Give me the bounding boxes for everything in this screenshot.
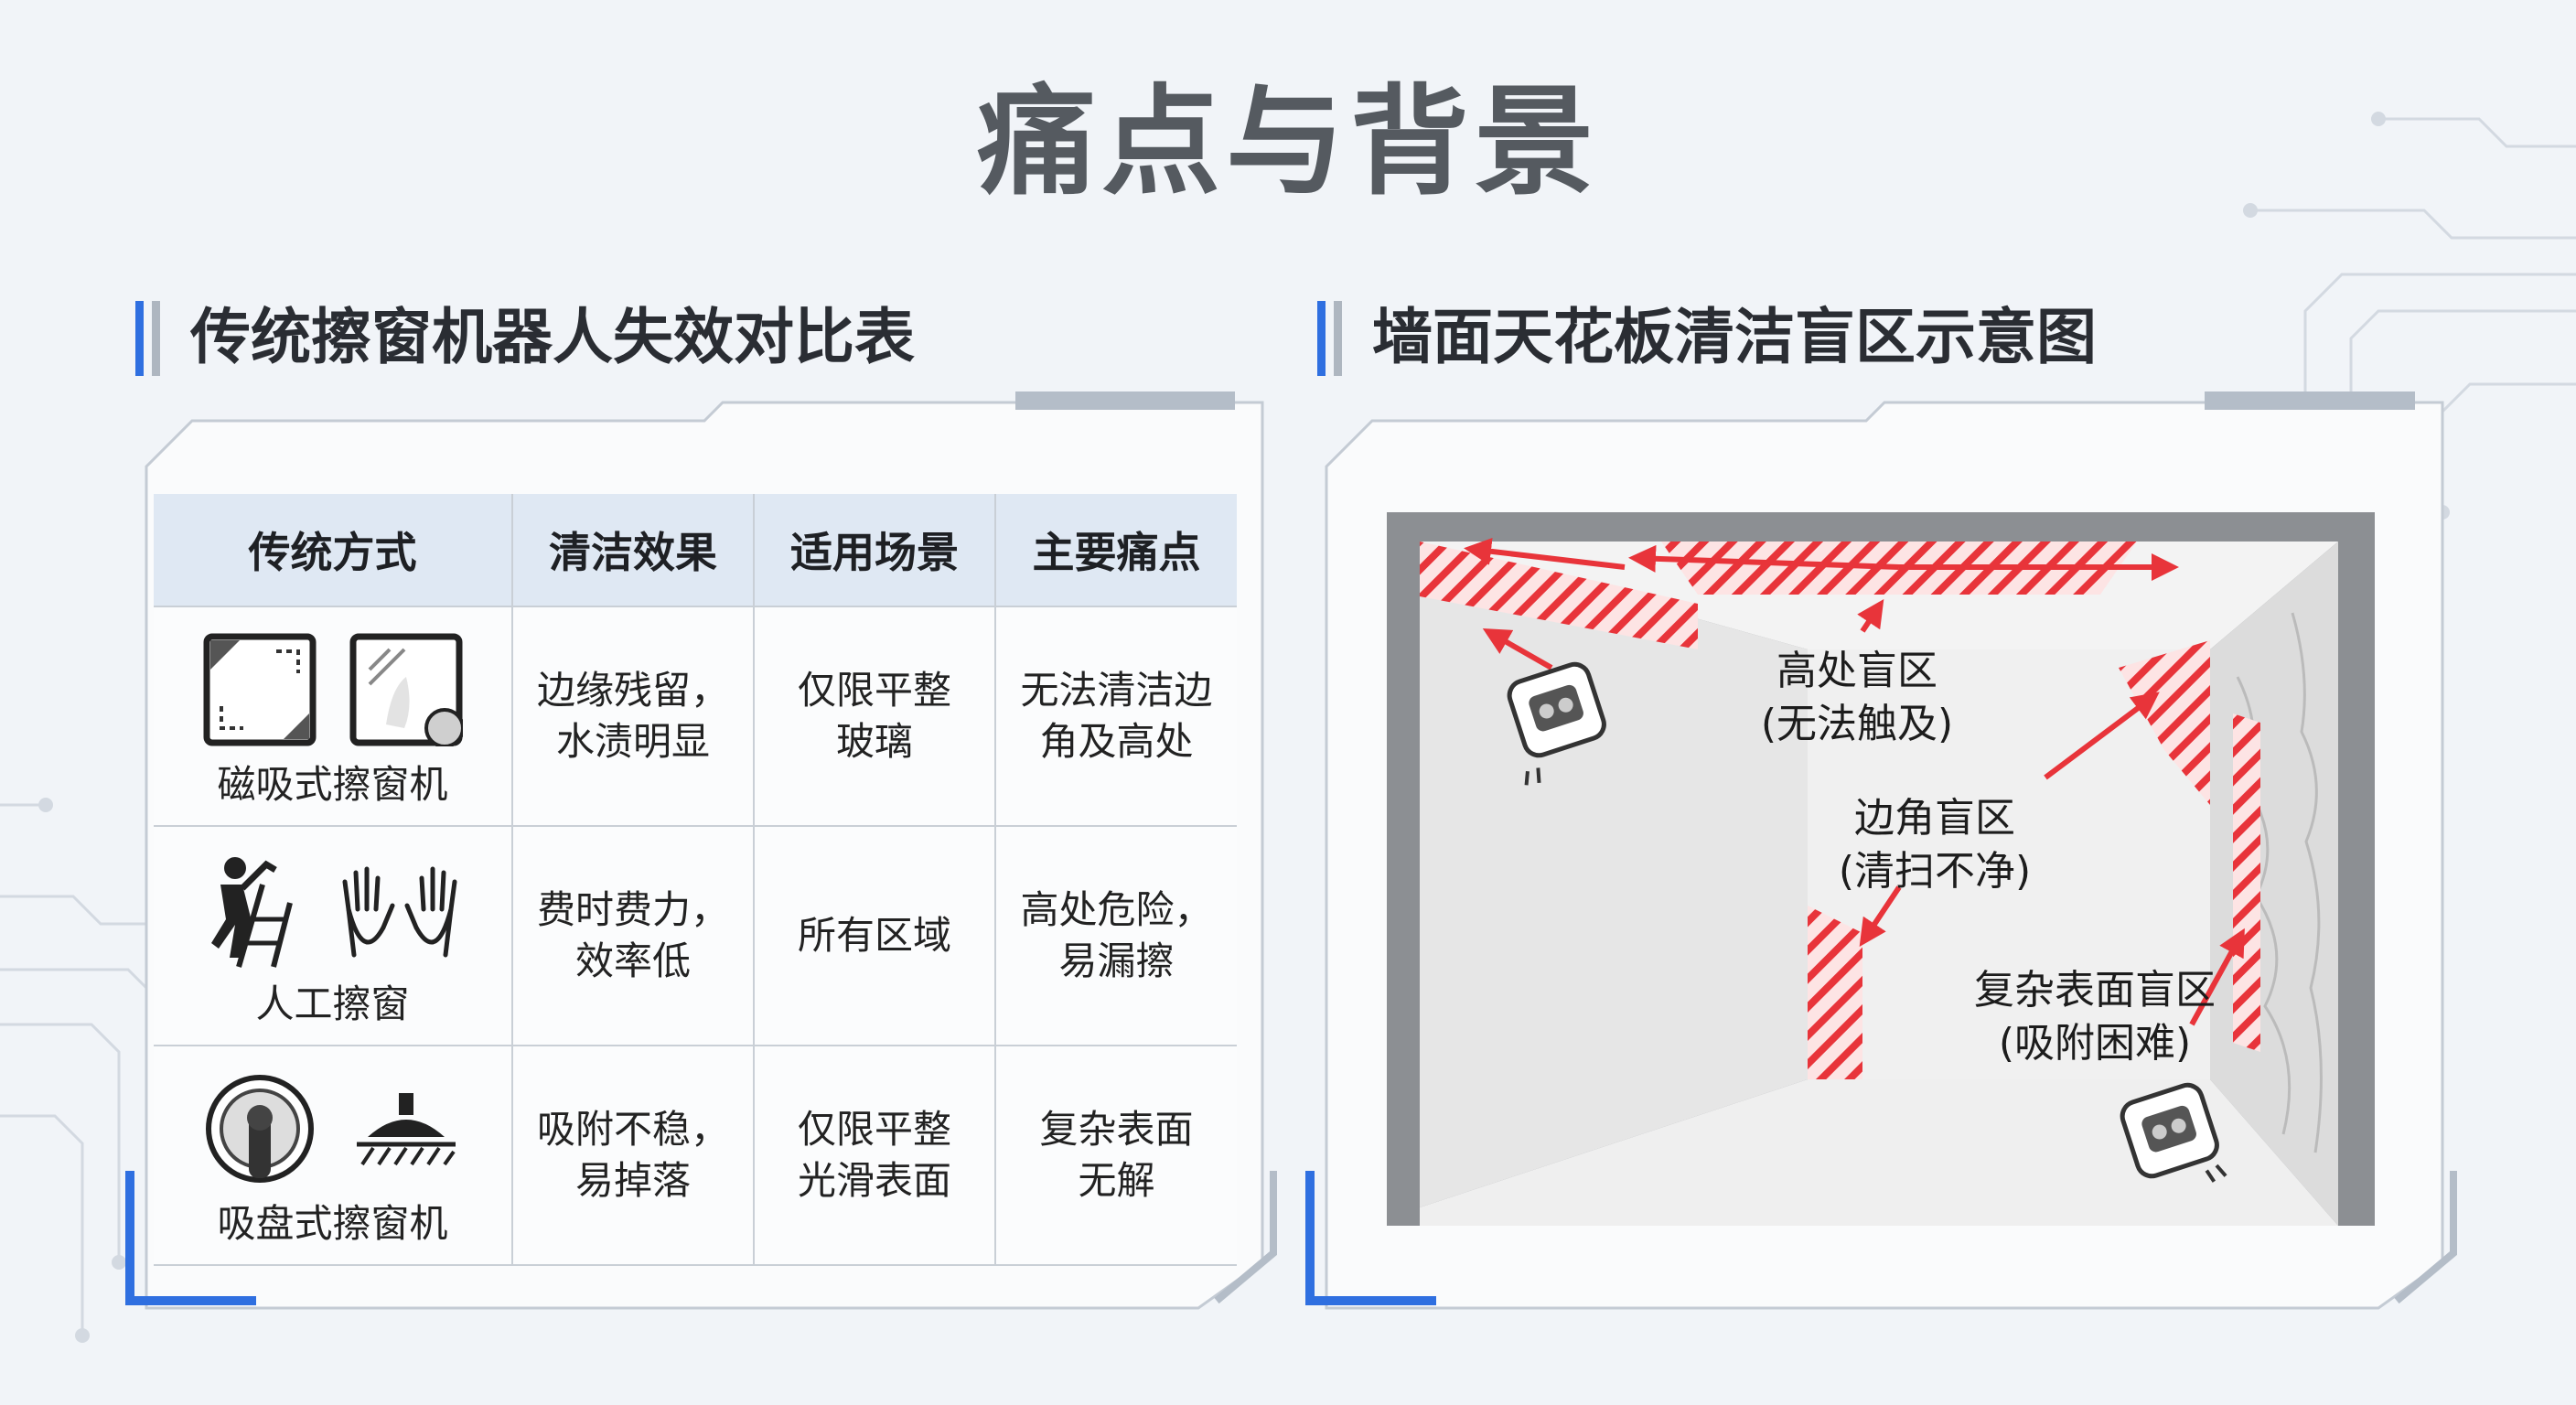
pain-text: 无法清洁边 角及高处 xyxy=(1020,668,1213,764)
pain-text: 复杂表面 无解 xyxy=(1039,1107,1194,1203)
effect-text: 费时费力， 效率低 xyxy=(536,887,729,983)
left-section-title: 传统擦窗机器人失效对比表 xyxy=(190,302,915,372)
table-header-effect: 清洁效果 xyxy=(512,494,755,607)
pain-cell: 无法清洁边 角及高处 xyxy=(995,606,1237,827)
effect-cell: 吸附不稳， 易掉落 xyxy=(512,1046,755,1266)
table-row: 磁吸式擦窗机 边缘残留， 水渍明显 仅限平整 玻璃 无法清洁边 角及高处 xyxy=(154,606,1237,827)
comparison-table: 传统方式 清洁效果 适用场景 主要痛点 xyxy=(154,494,1237,1266)
room-blind-spot-diagram xyxy=(1387,512,2375,1226)
table-header-scene: 适用场景 xyxy=(754,494,996,607)
complex-zone xyxy=(2233,713,2260,1052)
right-section-title: 墙面天花板清洁盲区示意图 xyxy=(1372,302,2097,372)
suction-cup-icon xyxy=(205,1075,314,1183)
effect-text: 边缘残留， 水渍明显 xyxy=(536,668,729,764)
glass-pane-icon xyxy=(349,633,463,746)
right-wall xyxy=(2210,542,2338,1226)
complex-surface-blind-spot-label: 复杂表面盲区 (吸附困难) xyxy=(1974,967,2216,1067)
method-cell: 人工擦窗 xyxy=(154,826,513,1046)
table-header-row: 传统方式 清洁效果 适用场景 主要痛点 xyxy=(154,494,1237,607)
high-blind-spot-label: 高处盲区 (无法触及) xyxy=(1760,648,1954,747)
method-name: 人工擦窗 xyxy=(255,981,410,1026)
scene-text: 所有区域 xyxy=(797,913,951,958)
high-zone-left xyxy=(1420,542,1698,649)
method-name: 磁吸式擦窗机 xyxy=(217,762,448,807)
scene-cell: 所有区域 xyxy=(754,826,996,1046)
scene-text: 仅限平整 光滑表面 xyxy=(797,1107,951,1203)
corner-blind-spot-label: 边角盲区 (清扫不净) xyxy=(1838,795,2032,895)
method-name: 吸盘式擦窗机 xyxy=(217,1201,448,1246)
pain-text: 高处危险， 易漏擦 xyxy=(1020,887,1213,983)
table-header-method: 传统方式 xyxy=(154,494,513,607)
page-title: 痛点与背景 xyxy=(976,72,1599,211)
effect-text: 吸附不稳， 易掉落 xyxy=(536,1107,729,1203)
effect-cell: 边缘残留， 水渍明显 xyxy=(512,606,755,827)
effect-cell: 费时费力， 效率低 xyxy=(512,826,755,1046)
window-frame-icon xyxy=(203,633,316,746)
table-row: 吸盘式擦窗机 吸附不稳， 易掉落 仅限平整 光滑表面 复杂表面 无解 xyxy=(154,1046,1237,1266)
ladder-worker-icon xyxy=(210,857,293,968)
pain-cell: 高处危险， 易漏擦 xyxy=(995,826,1237,1046)
scene-cell: 仅限平整 光滑表面 xyxy=(754,1046,996,1266)
corner-zone-top xyxy=(2119,640,2210,805)
corner-zone-bottom xyxy=(1808,906,1862,1079)
table-header-pain: 主要痛点 xyxy=(995,494,1237,607)
method-cell: 磁吸式擦窗机 xyxy=(154,606,513,827)
back-wall xyxy=(1808,649,2210,1079)
table-row: 人工擦窗 费时费力， 效率低 所有区域 高处危险， 易漏擦 xyxy=(154,826,1237,1046)
pain-cell: 复杂表面 无解 xyxy=(995,1046,1237,1266)
scene-text: 仅限平整 玻璃 xyxy=(797,668,951,764)
floor xyxy=(1420,1079,2338,1226)
suction-pad-icon xyxy=(356,1093,456,1166)
method-cell: 吸盘式擦窗机 xyxy=(154,1046,513,1266)
window-robot-icon xyxy=(1507,661,1606,786)
hands-icon xyxy=(342,866,456,958)
window-robot-icon xyxy=(2120,1082,2227,1183)
scene-cell: 仅限平整 玻璃 xyxy=(754,606,996,827)
